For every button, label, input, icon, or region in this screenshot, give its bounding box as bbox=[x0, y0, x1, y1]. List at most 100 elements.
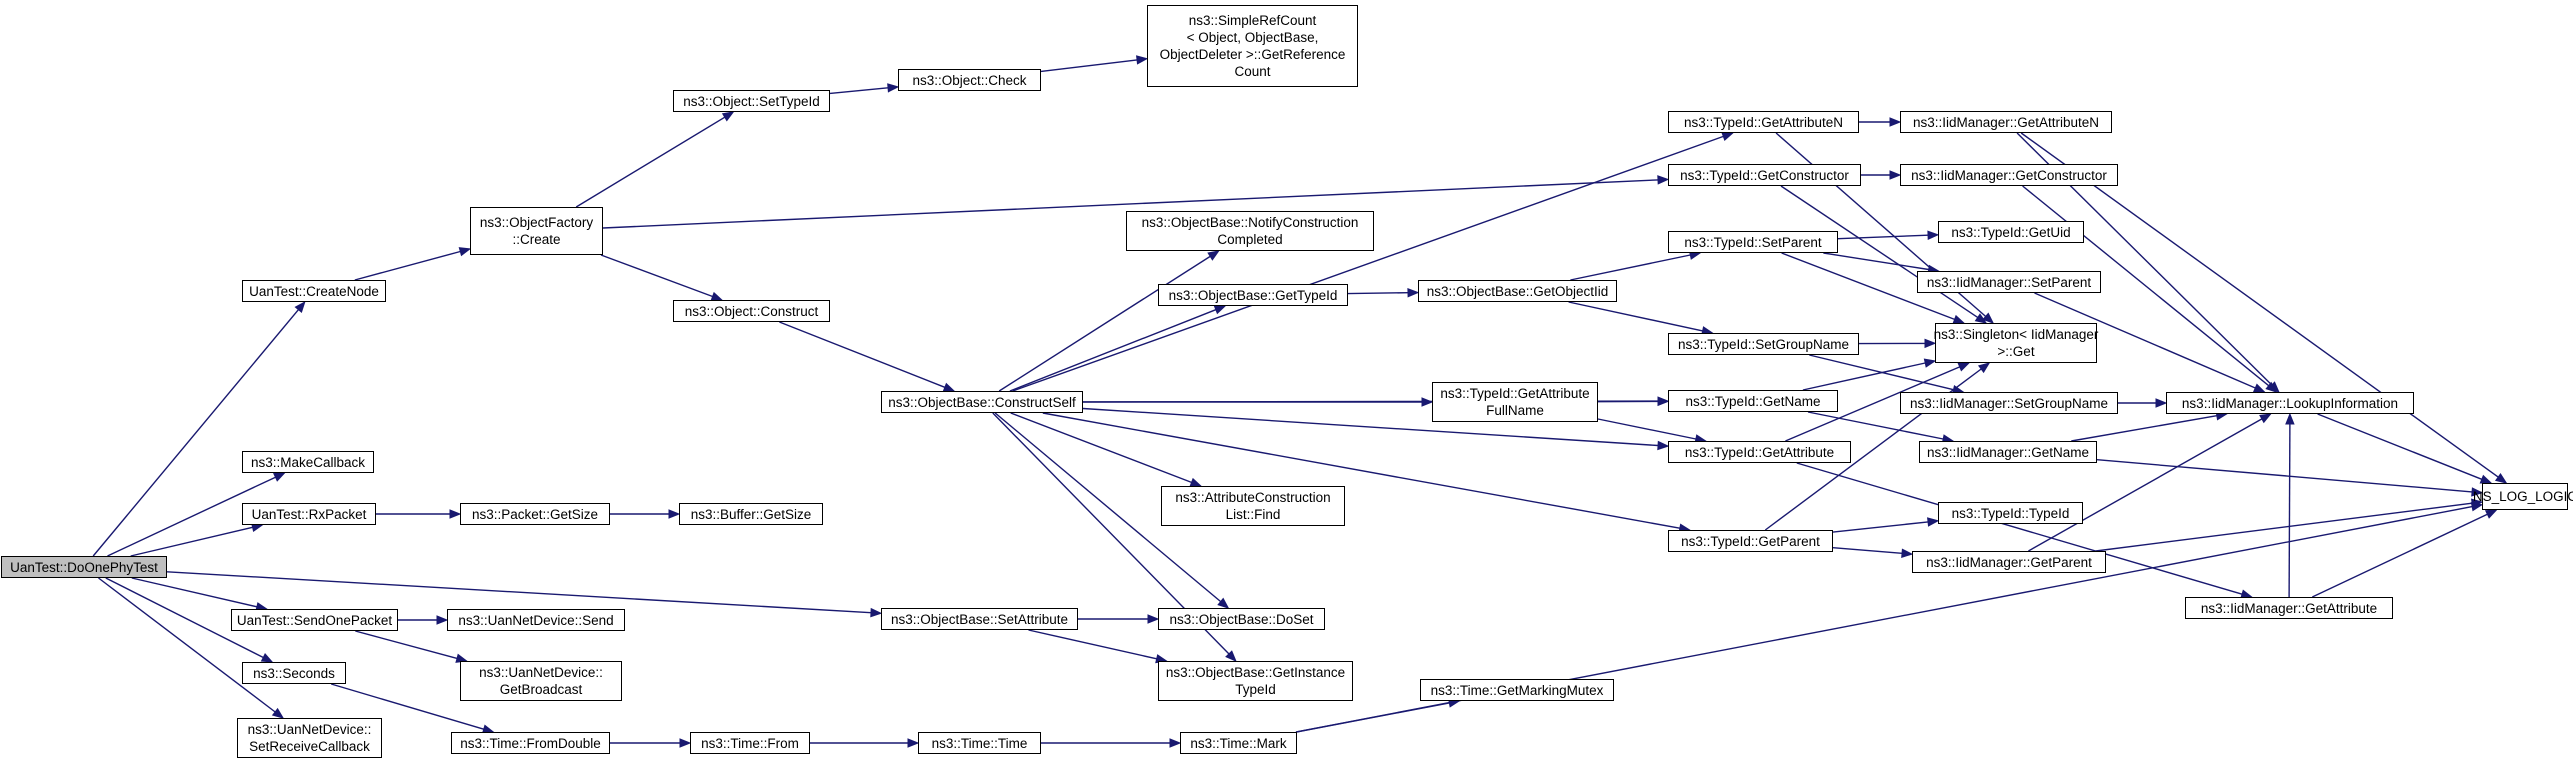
node-object-check[interactable]: ns3::Object::Check bbox=[898, 69, 1041, 91]
node-type-id-get-attribute[interactable]: ns3::TypeId::GetAttribute bbox=[1668, 441, 1851, 463]
node-label: ns3::IidManager::GetAttributeN bbox=[1912, 114, 2100, 130]
node-get-object-iid[interactable]: ns3::ObjectBase::GetObjectIid bbox=[1418, 280, 1617, 302]
node-time-mark[interactable]: ns3::Time::Mark bbox=[1180, 732, 1297, 754]
edge-objectBaseSetAttribute-to-getInstanceTypeId bbox=[1028, 629, 1157, 660]
node-type-id-set-parent[interactable]: ns3::TypeId::SetParent bbox=[1668, 231, 1838, 253]
edge-constructSelf-to-typeIdGetAttribute bbox=[1082, 407, 1659, 447]
arrowhead bbox=[1213, 305, 1227, 315]
node-time-from-double[interactable]: ns3::Time::FromDouble bbox=[451, 732, 610, 754]
node-create-node[interactable]: UanTest::CreateNode bbox=[242, 280, 386, 302]
node-object-base-set-attribute[interactable]: ns3::ObjectBase::SetAttribute bbox=[881, 608, 1078, 630]
node-iid-get-name[interactable]: ns3::IidManager::GetName bbox=[1919, 441, 2097, 463]
edge-typeIdGetParent-to-typeIdTypeId bbox=[1832, 521, 1929, 533]
node-time-from[interactable]: ns3::Time::From bbox=[690, 732, 810, 754]
node-label: ns3::Time::GetMarkingMutex bbox=[1430, 682, 1604, 698]
edge-constructSelf-to-attributeConstructionListFind bbox=[1010, 412, 1192, 484]
node-label: ns3::Singleton< IidManager>::Get bbox=[1933, 327, 2099, 359]
edge-doOnePhyTest-to-sendOnePacket bbox=[131, 577, 258, 608]
node-label: ns3::ObjectBase::DoSet bbox=[1169, 611, 1314, 627]
arrowhead bbox=[1927, 230, 1940, 240]
node-type-id-get-parent[interactable]: ns3::TypeId::GetParent bbox=[1668, 530, 1833, 552]
edge-typeIdGetName-to-iidGetName bbox=[1807, 411, 1944, 440]
node-singleton-get[interactable]: ns3::Singleton< IidManager>::Get bbox=[1933, 323, 2099, 363]
edge-createNode-to-objectFactoryCreate bbox=[354, 250, 461, 281]
edge-typeIdGetParent-to-iidGetParent bbox=[1832, 547, 1903, 554]
node-get-marking-mutex[interactable]: ns3::Time::GetMarkingMutex bbox=[1420, 679, 1614, 701]
node-seconds[interactable]: ns3::Seconds bbox=[242, 662, 346, 684]
node-iid-get-parent[interactable]: ns3::IidManager::GetParent bbox=[1912, 551, 2106, 573]
node-label: ns3::TypeId::TypeId bbox=[1951, 505, 2070, 521]
node-time-time[interactable]: ns3::Time::Time bbox=[918, 732, 1041, 754]
node-label: ns3::UanNetDevice::SetReceiveCallback bbox=[247, 722, 372, 754]
node-uan-net-device-send[interactable]: ns3::UanNetDevice::Send bbox=[447, 609, 625, 631]
node-iid-get-attribute[interactable]: ns3::IidManager::GetAttribute bbox=[2185, 597, 2393, 619]
node-label: ns3::Buffer::GetSize bbox=[690, 506, 812, 522]
arrowhead bbox=[458, 247, 472, 257]
node-label: UanTest::SendOnePacket bbox=[236, 612, 393, 628]
node-label: ns3::MakeCallback bbox=[250, 454, 366, 470]
edge-iidGetAttribute-to-nsLogLogic bbox=[2312, 513, 2488, 598]
node-simple-ref-count[interactable]: ns3::SimpleRefCount< Object, ObjectBase,… bbox=[1147, 5, 1358, 87]
node-label: ns3::Object::Construct bbox=[684, 303, 819, 319]
edge-typeIdSetParent-to-singletonGet bbox=[1781, 252, 1955, 321]
node-buffer-get-size[interactable]: ns3::Buffer::GetSize bbox=[679, 503, 823, 525]
node-set-receive-callback[interactable]: ns3::UanNetDevice::SetReceiveCallback bbox=[237, 718, 382, 758]
edge-typeIdGetName-to-singletonGet bbox=[1802, 362, 1926, 391]
node-object-construct[interactable]: ns3::Object::Construct bbox=[673, 300, 830, 322]
node-uan-net-device-get-broadcast[interactable]: ns3::UanNetDevice::GetBroadcast bbox=[460, 661, 622, 701]
edge-objectFactoryCreate-to-typeIdGetConstructor bbox=[602, 179, 1659, 229]
node-construct-self[interactable]: ns3::ObjectBase::ConstructSelf bbox=[881, 391, 1083, 413]
node-packet-get-size[interactable]: ns3::Packet::GetSize bbox=[460, 503, 610, 525]
node-label: ns3::TypeId::SetParent bbox=[1684, 234, 1822, 250]
node-do-one-phy-test[interactable]: UanTest::DoOnePhyTest bbox=[1, 556, 167, 578]
node-rx-packet[interactable]: UanTest::RxPacket bbox=[242, 503, 376, 525]
arrowhead bbox=[1924, 338, 1937, 349]
arrowhead bbox=[1901, 548, 1914, 558]
edge-iidGetParent-to-nsLogLogic bbox=[2095, 502, 2473, 552]
node-label: UanTest::RxPacket bbox=[251, 506, 367, 522]
node-label: ns3::UanNetDevice::GetBroadcast bbox=[479, 665, 603, 697]
node-object-base-get-type-id[interactable]: ns3::ObjectBase::GetTypeId bbox=[1158, 284, 1348, 306]
arrowhead bbox=[721, 111, 735, 122]
node-iid-set-group-name[interactable]: ns3::IidManager::SetGroupName bbox=[1900, 392, 2118, 414]
arrowhead bbox=[271, 707, 285, 719]
edge-iidLookupInformation-to-nsLogLogic bbox=[2317, 413, 2483, 480]
node-type-id-get-constructor[interactable]: ns3::TypeId::GetConstructor bbox=[1668, 164, 1861, 186]
node-object-base-do-set[interactable]: ns3::ObjectBase::DoSet bbox=[1158, 608, 1325, 630]
node-type-id-type-id[interactable]: ns3::TypeId::TypeId bbox=[1938, 502, 2083, 524]
arrowhead bbox=[870, 607, 883, 618]
node-label: UanTest::CreateNode bbox=[249, 283, 379, 299]
node-object-set-type-id[interactable]: ns3::Object::SetTypeId bbox=[673, 90, 830, 112]
node-label: ns3::TypeId::GetParent bbox=[1681, 533, 1820, 549]
edge-typeIdSetParent-to-iidSetParent bbox=[1823, 252, 1929, 271]
edge-objectConstruct-to-constructSelf bbox=[779, 321, 946, 388]
node-type-id-set-group-name[interactable]: ns3::TypeId::SetGroupName bbox=[1668, 333, 1859, 355]
edge-iidGetConstructor-to-iidLookupInformation bbox=[2022, 185, 2270, 387]
node-make-callback[interactable]: ns3::MakeCallback bbox=[242, 451, 374, 473]
node-type-id-get-uid[interactable]: ns3::TypeId::GetUid bbox=[1938, 221, 2084, 243]
arrowhead bbox=[887, 83, 900, 93]
node-type-id-get-attribute-n[interactable]: ns3::TypeId::GetAttributeN bbox=[1668, 111, 1859, 133]
node-object-factory-create[interactable]: ns3::ObjectFactory::Create bbox=[470, 207, 603, 255]
node-iid-set-parent[interactable]: ns3::IidManager::SetParent bbox=[1917, 271, 2101, 293]
node-iid-lookup-information[interactable]: ns3::IidManager::LookupInformation bbox=[2166, 392, 2414, 414]
arrowhead bbox=[1407, 287, 1420, 298]
node-iid-get-attribute-n[interactable]: ns3::IidManager::GetAttributeN bbox=[1900, 111, 2112, 133]
node-label: ns3::Time::Mark bbox=[1190, 735, 1287, 751]
arrowhead bbox=[273, 472, 286, 482]
node-iid-get-constructor[interactable]: ns3::IidManager::GetConstructor bbox=[1900, 164, 2118, 186]
edge-iidGetName-to-nsLogLogic bbox=[2096, 459, 2473, 493]
edge-typeIdGetParent-to-singletonGet bbox=[1764, 368, 1982, 531]
arrowhead bbox=[907, 738, 920, 748]
node-send-one-packet[interactable]: UanTest::SendOnePacket bbox=[231, 609, 398, 631]
node-label: ns3::SimpleRefCount< Object, ObjectBase,… bbox=[1159, 13, 1346, 79]
node-type-id-get-name[interactable]: ns3::TypeId::GetName bbox=[1668, 390, 1838, 412]
arrowhead bbox=[2471, 487, 2484, 497]
node-ns-log-logic[interactable]: NS_LOG_LOGIC bbox=[2473, 483, 2573, 510]
node-label: ns3::UanNetDevice::Send bbox=[458, 612, 614, 628]
